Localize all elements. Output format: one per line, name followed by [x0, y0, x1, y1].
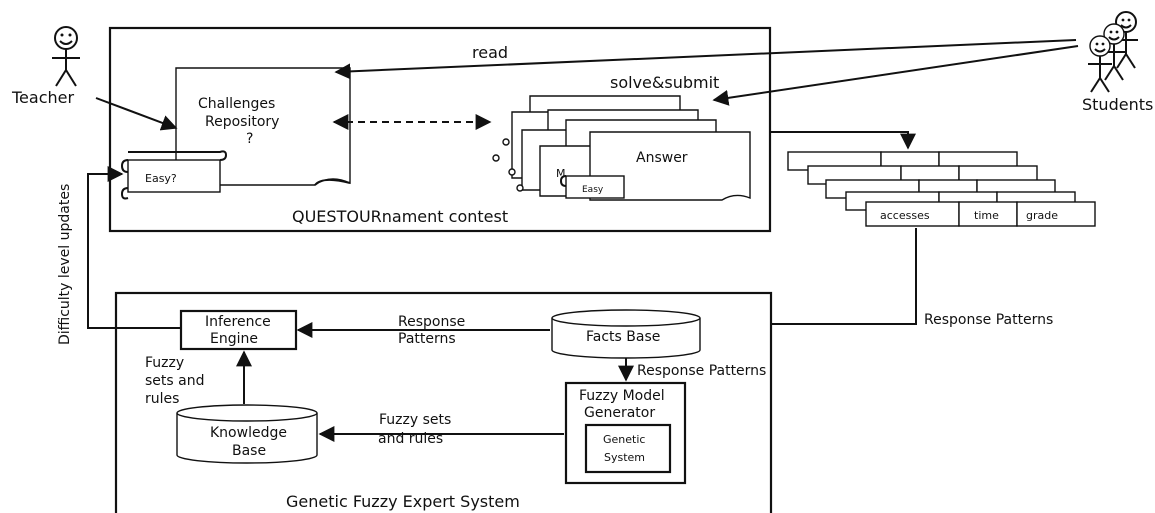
students-figure — [1088, 11, 1138, 93]
knowledge-base-cylinder: Knowledge Base — [176, 404, 318, 464]
answer-label: Answer — [636, 150, 688, 166]
genetic-system-box — [584, 423, 672, 474]
solve-submit-arrow — [712, 45, 1079, 106]
record-col-grade: grade — [1026, 209, 1058, 222]
facts-base-label: Facts Base — [586, 329, 660, 345]
students-label: Students — [1082, 95, 1153, 114]
inference-label-2: Engine — [210, 331, 258, 347]
repository-label-2: Repository — [205, 114, 279, 130]
teacher-arrow — [95, 97, 178, 131]
inference-engine-box — [179, 309, 298, 351]
response-patterns-right: Response Patterns — [924, 312, 1053, 328]
read-arrow — [334, 39, 1077, 80]
record-col-time: time — [974, 209, 999, 222]
facts-base-cylinder: Facts Base — [551, 309, 701, 359]
response-patterns-left-2: Patterns — [398, 331, 456, 347]
repository-label-1: Challenges — [198, 96, 275, 112]
answer-stack: Answer M Easy — [492, 95, 751, 201]
response-patterns-left-1: Response — [398, 314, 465, 330]
records-arrow — [770, 131, 916, 150]
difficulty-update-arrow — [87, 166, 181, 329]
easy-label: Easy — [582, 185, 604, 195]
record-col-accesses: accesses — [880, 209, 930, 222]
fuzzy-sets-rules-1: Fuzzy sets — [379, 412, 451, 428]
partial-label: M — [556, 167, 566, 180]
teacher-label: Teacher — [11, 88, 74, 107]
genetic-label-1: Genetic — [603, 433, 645, 446]
inference-label-1: Inference — [205, 314, 271, 330]
easy-question-scroll: Easy? — [120, 150, 228, 200]
difficulty-label: Difficulty level updates — [57, 184, 73, 345]
repository-label-3: ? — [246, 131, 253, 147]
fmg-label-2: Generator — [584, 405, 655, 421]
record-front: accesses time grade — [865, 201, 1096, 227]
teacher-figure — [52, 26, 80, 87]
solve-submit-label: solve&submit — [610, 73, 719, 92]
fmg-label-1: Fuzzy Model — [579, 388, 665, 404]
contest-title: QUESTOURnament contest — [292, 207, 508, 226]
knowledge-label-2: Base — [232, 443, 266, 459]
expert-system-title: Genetic Fuzzy Expert System — [286, 492, 520, 511]
easy-question-label: Easy? — [145, 172, 177, 185]
records-to-facts-arrow — [704, 228, 917, 332]
fuzzy-left-3: rules — [145, 391, 179, 407]
knowledge-label-1: Knowledge — [210, 425, 287, 441]
fuzzy-sets-rules-2: and rules — [378, 431, 443, 447]
genetic-label-2: System — [604, 451, 645, 464]
fuzzy-left-1: Fuzzy — [145, 355, 184, 371]
records-stack: accesses time grade — [787, 151, 1096, 227]
read-label: read — [472, 43, 508, 62]
fuzzy-left-2: sets and — [145, 373, 204, 389]
response-patterns-down: Response Patterns — [637, 363, 766, 379]
